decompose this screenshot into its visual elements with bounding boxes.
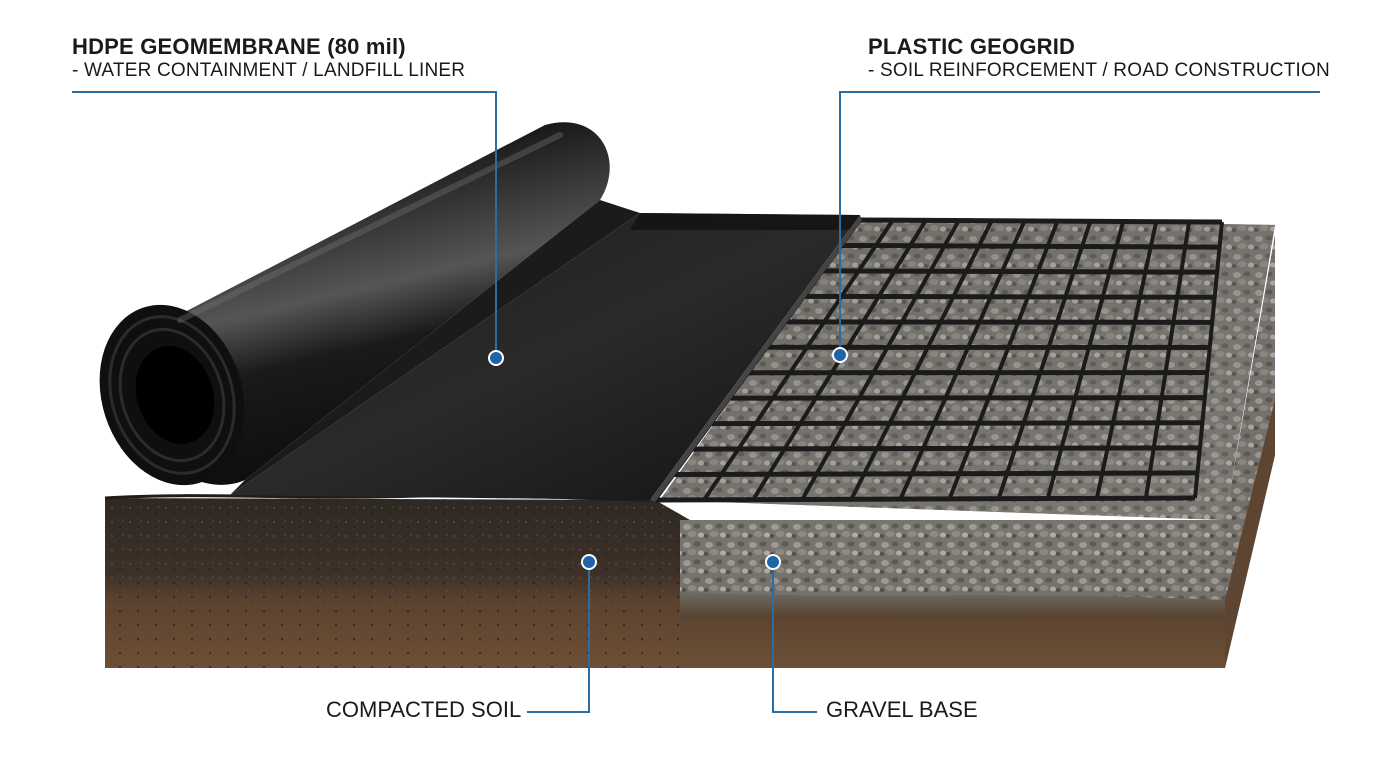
geogrid-rib	[1143, 221, 1192, 499]
geogrid-rib	[947, 220, 1060, 500]
callout-leaders	[72, 91, 1320, 713]
gravel-base-block	[680, 235, 1275, 668]
plastic-geogrid-label: PLASTIC GEOGRID - SOIL REINFORCEMENT / R…	[868, 34, 1330, 82]
geogrid-rib	[800, 219, 961, 501]
geogrid-rib	[1193, 221, 1224, 499]
hdpe-geomembrane-label: HDPE GEOMEMBRANE (80 mil) - WATER CONTAI…	[72, 34, 465, 82]
compacted-soil-block	[104, 494, 690, 668]
hdpe-membrane-roll	[99, 122, 640, 495]
compacted-soil-label: COMPACTED SOIL	[326, 697, 522, 722]
geogrid-rib	[859, 217, 1223, 225]
geogrid-rib	[710, 420, 1203, 427]
geogrid-rib	[822, 268, 1218, 275]
hdpe-subtitle: - WATER CONTAINMENT / LANDFILL LINER	[72, 60, 466, 81]
geogrid-rib	[692, 445, 1200, 452]
gravel-base-label: GRAVEL BASE	[826, 697, 978, 722]
geogrid-rib	[996, 220, 1093, 500]
geogrid-rib	[841, 242, 1220, 250]
geogrid-rib	[785, 319, 1213, 325]
geogrid-rib	[898, 220, 1027, 500]
callout-markers	[488, 347, 848, 570]
geogrid-rib	[729, 395, 1205, 401]
geogrid-subtitle: - SOIL REINFORCEMENT / ROAD CONSTRUCTION	[868, 60, 1330, 81]
plastic-geogrid	[653, 217, 1224, 503]
geogrid-rib	[673, 470, 1198, 478]
geogrid-rib	[1045, 220, 1126, 500]
hdpe-membrane-sheet	[230, 213, 862, 502]
gravel-top-surface	[660, 218, 1275, 520]
geogrid-rib	[654, 495, 1196, 503]
geogrid-rib	[849, 219, 994, 501]
geogrid-rib	[1094, 221, 1159, 499]
geogrid-rib	[702, 219, 895, 501]
hdpe-title: HDPE GEOMEMBRANE (80 mil)	[72, 34, 406, 59]
geogrid-title: PLASTIC GEOGRID	[868, 34, 1076, 59]
geogrid-rib	[804, 293, 1215, 300]
